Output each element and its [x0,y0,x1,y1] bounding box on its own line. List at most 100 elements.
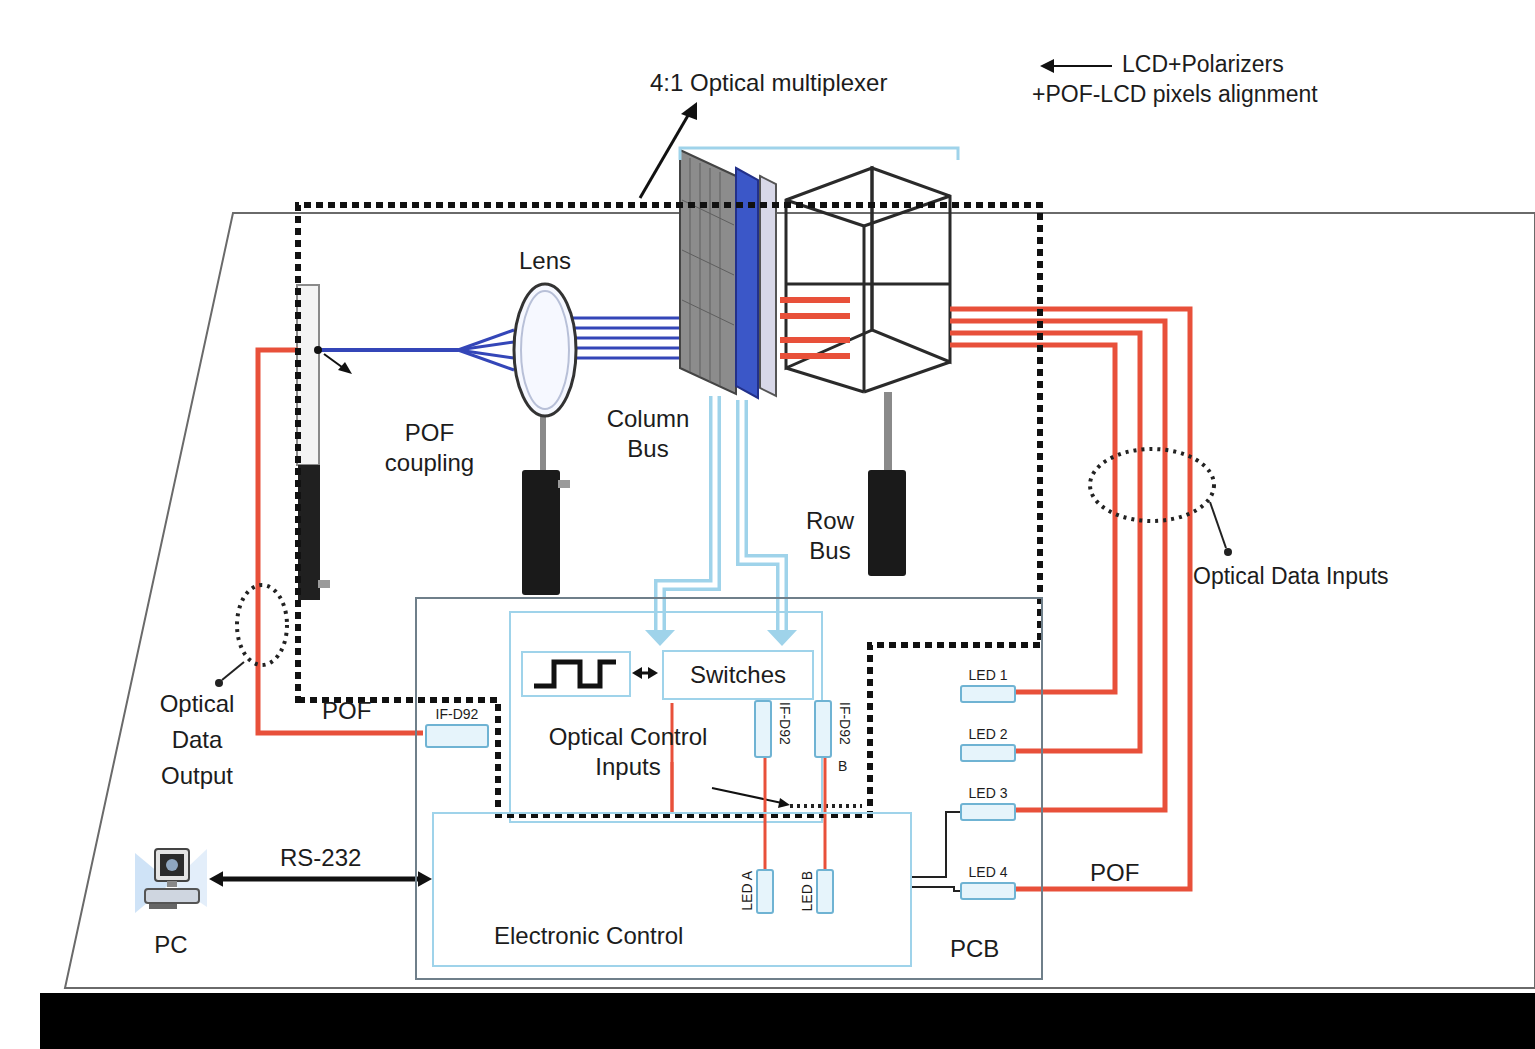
node-label: LED A [740,871,754,911]
beam-ray [458,342,514,350]
control-region [510,612,822,822]
mount-post [298,465,320,600]
callout-label: Optical Data Output [148,686,246,794]
led-emitter: LED 3 [960,803,1016,821]
pc-monitor [155,849,189,881]
arrow-head [648,667,658,679]
node-label: LED 2 [969,726,1008,743]
arrow-head [778,798,790,808]
multiplexer-boundary [298,205,1040,815]
node-label: IF-D92 [436,706,479,723]
lens-rim [514,284,576,416]
connector-line [671,703,674,812]
arrow-head [338,362,352,374]
pc-keyboard [149,904,177,909]
callout-label: B [838,758,847,776]
pc-icon: PC [135,843,207,915]
leader-dot [215,679,223,687]
connector-line [671,762,674,812]
pof-fiber [950,309,1190,889]
holder-frame [872,168,950,362]
pc-screen [160,854,184,876]
fiber-tip [780,313,850,319]
pc-case [145,889,199,903]
beam-ray [572,327,682,330]
holder-frame [864,362,950,392]
lcd-grid-line [700,163,701,377]
node-label: Electronic Control [494,922,683,951]
callout-label: Column Bus [598,404,698,464]
fiber-tip [780,297,850,303]
node-label: Switches [690,661,786,690]
arrow-head [645,630,675,646]
arrow-head [418,871,432,886]
pof-fiber [950,333,1140,751]
post-knob [558,480,570,488]
beam-ray [458,330,514,350]
node-label: LED B [800,871,814,911]
node-label: IF-D92 [838,702,852,745]
beam-ray [572,347,682,350]
node-label: IF-D92 [778,702,792,745]
lcd-grid-line [682,250,734,275]
group-marker [237,585,287,665]
connector-line [220,877,421,882]
node-label: PCB [950,935,999,964]
connector [672,703,673,812]
led-emitter: LED B [816,869,834,914]
fiber-tip [780,337,850,343]
pof-fiber [950,345,1115,692]
control-box: Electronic Control LED A LED B [432,812,912,967]
lens-post [522,470,560,595]
connector [209,871,432,886]
beam-ray [458,350,514,370]
connector [912,887,960,891]
bracket [680,148,958,160]
holder-frame [786,368,864,392]
leader-line [712,788,782,803]
leader-line [640,112,690,198]
pcb-board: PCBSwitchesIF-D92IF-D92IF-D92LED 1LED 2L… [415,597,1043,980]
led-emitter: LED 2 [960,744,1016,762]
callout-label: Optical Control Inputs [528,722,728,782]
arrow-head [1040,59,1054,73]
leader-dot [1224,548,1232,556]
post-knob [318,580,330,588]
node-label: PC [154,931,187,960]
switch-box: Switches [662,650,814,700]
leader-line [222,662,244,680]
input-fibers [950,309,1190,889]
beam-ray [572,337,682,340]
callout-label: POF coupling [372,418,487,478]
lcd-grid [682,158,734,386]
connector [672,762,673,812]
callout-label: +POF-LCD pixels alignment [1032,80,1318,109]
connector-line [912,887,960,891]
callout-label: 4:1 Optical multiplexer [650,68,887,98]
holder-neck [884,392,892,472]
clock-box [522,652,630,696]
lcd-grid-line [720,172,721,386]
lens-glass [521,291,569,409]
lens-outline [512,282,578,418]
callout-label: Optical Data Inputs [1193,562,1389,591]
lens-neck [540,416,546,474]
holder-frame [863,226,866,392]
lcd-panel [680,150,736,394]
leader-line [1210,502,1226,548]
lcd-grid-line [682,300,734,325]
led-emitter: LED A [756,869,774,914]
callout-label: POF [1090,858,1139,888]
callout-label: LCD+Polarizers [1122,50,1284,79]
clock-symbol [534,662,616,686]
holder-post [868,470,906,576]
photodetector: IF-D92 [754,700,772,758]
optical-table [65,213,1535,988]
node-label: LED 3 [969,785,1008,802]
table-edge [40,993,1535,1049]
group-marker [1090,449,1214,521]
beam-ray [320,348,458,352]
fiber-end [314,346,322,354]
beam-ray [572,317,682,320]
arrow-head [681,102,697,120]
